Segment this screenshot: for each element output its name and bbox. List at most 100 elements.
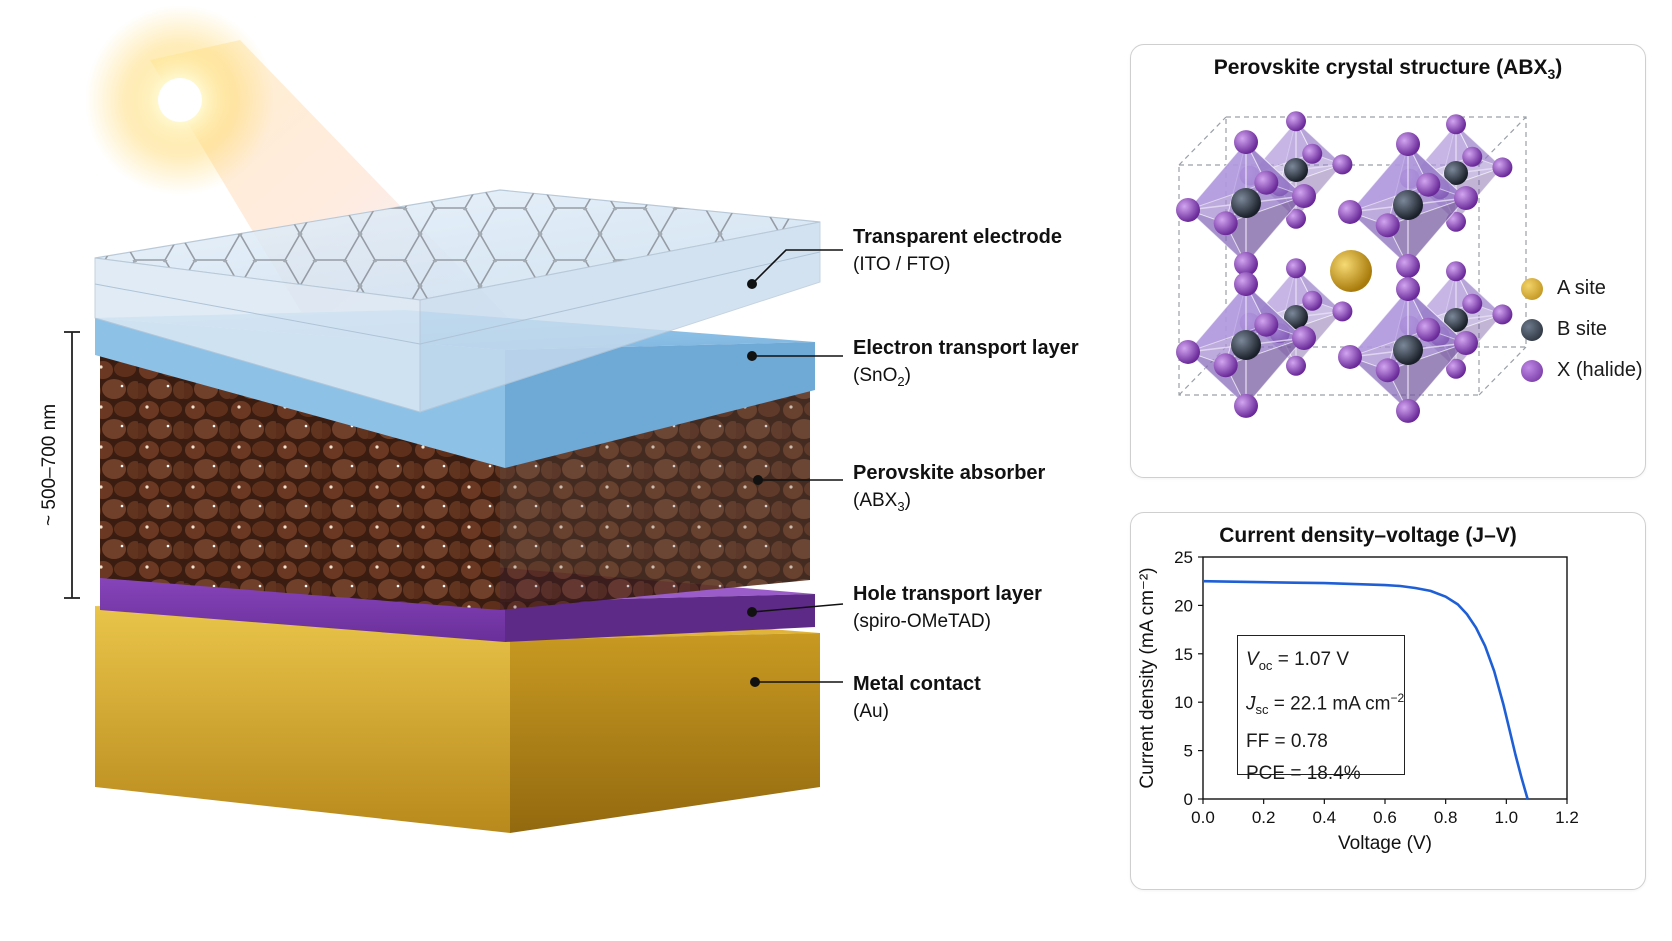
x-site-atom: [1375, 358, 1400, 383]
x-site-atom: [1176, 197, 1200, 222]
x-site-atom: [1338, 199, 1362, 224]
label-name: Transparent electrode: [853, 226, 1062, 248]
ff-value: FF = 0.78: [1246, 730, 1328, 752]
y-tick-label: 15: [1174, 645, 1193, 664]
b-site-atom: [1444, 161, 1468, 185]
x-tick-label: 0.8: [1434, 808, 1458, 827]
x-site-atom: [1396, 253, 1420, 278]
a-site-swatch: [1521, 277, 1543, 300]
pce-value: PCE = 18.4%: [1246, 762, 1361, 784]
y-tick-label: 20: [1174, 596, 1193, 615]
x-tick-label: 1.0: [1495, 808, 1519, 827]
legend-label: B site: [1557, 318, 1608, 340]
label-sub: (ABX3): [853, 490, 911, 514]
x-site-atom: [1234, 251, 1258, 276]
x-site-atom: [1286, 111, 1306, 132]
x-site-atom: [1454, 331, 1478, 356]
x-site-atom: [1462, 146, 1483, 167]
x-site-atom: [1396, 132, 1420, 157]
y-tick-label: 5: [1184, 742, 1193, 761]
x-tick-label: 0.6: [1373, 808, 1397, 827]
x-site-atom: [1454, 186, 1478, 211]
y-tick-label: 0: [1184, 790, 1193, 809]
b-site-atom: [1231, 188, 1261, 218]
x-site-atom: [1416, 317, 1441, 342]
legend-b-site: B site: [1521, 318, 1607, 341]
legend-label: X (halide): [1557, 359, 1643, 381]
x-site-atom: [1234, 393, 1258, 418]
jsc-value: Jsc = 22.1 mA cm−2: [1246, 690, 1405, 717]
voc-value: Voc = 1.07 V: [1246, 649, 1350, 673]
x-site-atom: [1416, 172, 1441, 197]
x-site-atom: [1254, 312, 1279, 337]
jv-chart-panel: Current density–voltage (J–V) 0.0 0.2 0.4 0…: [1130, 512, 1646, 890]
x-tick-label: 0.2: [1252, 808, 1276, 827]
x-site-atom: [1176, 339, 1200, 364]
label-sub: (SnO2): [853, 365, 911, 389]
label-name: Perovskite absorber: [853, 462, 1046, 484]
x-site-atom: [1462, 293, 1483, 314]
oct-top-right: [1338, 132, 1478, 278]
oct-bottom-right: [1338, 277, 1478, 423]
b-site-atom: [1284, 305, 1308, 329]
a-site-atom: [1330, 250, 1372, 292]
x-site-atom: [1492, 304, 1513, 325]
x-site-atom: [1234, 272, 1258, 297]
label-name: Hole transport layer: [853, 583, 1042, 605]
b-site-atom: [1393, 190, 1423, 220]
legend-x-halide: X (halide): [1521, 359, 1643, 382]
oct-top-left: [1176, 130, 1316, 276]
b-site-atom: [1444, 308, 1468, 332]
x-site-atom: [1286, 208, 1306, 229]
label-transparent-electrode: Transparent electrode (ITO / FTO): [853, 224, 1062, 278]
x-site-atom: [1446, 358, 1466, 379]
x-tick-label: 1.2: [1555, 808, 1579, 827]
x-site-atom: [1446, 114, 1466, 135]
b-site-atom: [1393, 335, 1423, 365]
x-site-atom: [1375, 213, 1400, 238]
x-site-atom: [1302, 290, 1323, 311]
jv-curve-line: [1202, 579, 1529, 800]
legend-label: A site: [1557, 277, 1606, 299]
label-name: Electron transport layer: [853, 337, 1079, 359]
device-parameters-box: Voc = 1.07 V Jsc = 22.1 mA cm−2 FF = 0.7…: [1237, 635, 1405, 784]
x-site-atom: [1396, 398, 1420, 423]
x-site-atom: [1254, 170, 1279, 195]
label-hole-transport: Hole transport layer (spiro-OMeTAD): [853, 581, 1042, 635]
x-site-atom: [1332, 154, 1353, 175]
label-sub: (Au): [853, 701, 889, 722]
transparent-electrode-layer: [94, 189, 821, 413]
label-perovskite-absorber: Perovskite absorber (ABX3): [853, 460, 1045, 520]
x-site-atom: [1292, 184, 1316, 209]
crystal-title: Perovskite crystal structure (ABX3): [1213, 56, 1563, 83]
x-site-atom: [1396, 277, 1420, 302]
y-axis-label: Current density (mA cm⁻²): [1137, 567, 1158, 788]
label-metal-contact: Metal contact (Au): [853, 671, 981, 725]
x-site-atom: [1234, 130, 1258, 155]
label-leaders: [751, 249, 844, 683]
label-electron-transport: Electron transport layer (SnO2): [853, 335, 1079, 395]
y-tick-label: 25: [1174, 548, 1193, 567]
b-site-atom: [1284, 158, 1308, 182]
label-sub: (ITO / FTO): [853, 254, 951, 275]
chart-title: Current density–voltage (J–V): [1219, 524, 1517, 547]
x-site-atom: [1213, 211, 1238, 236]
label-name: Metal contact: [853, 673, 981, 695]
x-site-atom: [1332, 301, 1353, 322]
crystal-structure-panel: Perovskite crystal structure (ABX3) A si…: [1130, 44, 1646, 478]
leader-dots: [747, 279, 763, 687]
oct-bottom-left: [1176, 272, 1316, 418]
b-site-swatch: [1521, 318, 1543, 341]
x-site-swatch: [1521, 359, 1543, 382]
thickness-label: ~ 500–700 nm: [39, 404, 60, 526]
b-site-atom: [1231, 330, 1261, 360]
label-sub: (spiro-OMeTAD): [853, 611, 991, 632]
x-site-atom: [1286, 258, 1306, 279]
x-tick-label: 0.4: [1313, 808, 1337, 827]
x-site-atom: [1302, 143, 1323, 164]
x-tick-label: 0.0: [1191, 808, 1215, 827]
thickness-bracket: [64, 331, 80, 599]
y-tick-label: 10: [1174, 693, 1193, 712]
x-site-atom: [1213, 353, 1238, 378]
